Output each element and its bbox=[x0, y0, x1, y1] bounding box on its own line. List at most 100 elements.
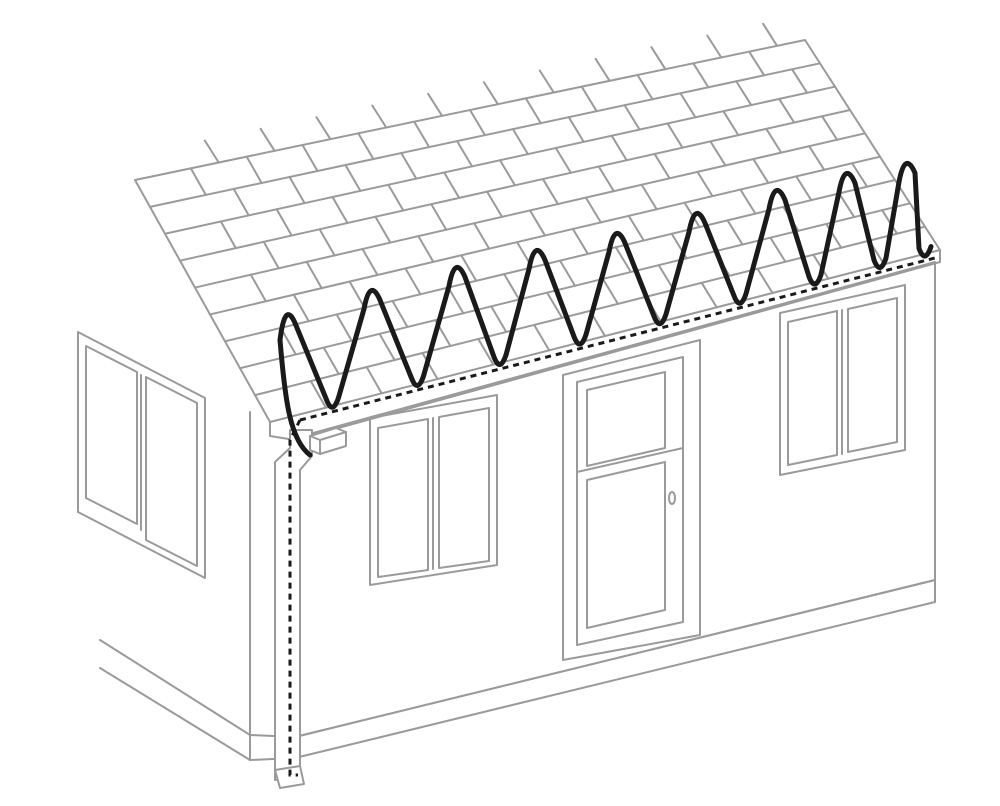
shingle-joint bbox=[657, 264, 675, 291]
shingle-joint bbox=[538, 69, 555, 94]
shingle-joint bbox=[601, 277, 619, 305]
shingle-joint bbox=[374, 215, 392, 244]
shingle-joint bbox=[371, 104, 388, 129]
shingle-joint bbox=[232, 187, 250, 217]
shingle-joint bbox=[666, 122, 684, 149]
heating-cable-icon bbox=[277, 160, 936, 777]
shingle-joint bbox=[795, 175, 813, 202]
shingle-joint bbox=[348, 280, 366, 309]
shingle-joint bbox=[756, 267, 774, 294]
shingle-joint bbox=[709, 140, 727, 167]
shingle-joint bbox=[404, 267, 422, 296]
shingle-joint bbox=[650, 46, 667, 71]
door-knob bbox=[668, 491, 676, 505]
shingle-joint bbox=[427, 92, 444, 117]
shingle-joint bbox=[559, 259, 576, 287]
shingle-joint bbox=[301, 144, 319, 172]
shingle-joint bbox=[400, 152, 418, 180]
shingle-joint bbox=[309, 380, 327, 409]
shingle-joint bbox=[421, 352, 439, 380]
door bbox=[562, 339, 701, 661]
shingle-joint bbox=[245, 155, 263, 184]
shingle-joint bbox=[524, 97, 542, 125]
shingle-joint bbox=[597, 165, 615, 193]
shingle-joint bbox=[614, 246, 632, 274]
shingle-joint bbox=[808, 145, 826, 171]
shingle-joint bbox=[365, 366, 383, 395]
shingle-joint bbox=[259, 127, 276, 152]
shingle-joint bbox=[262, 240, 280, 270]
shingle-joint bbox=[554, 146, 572, 174]
shingle-joint bbox=[706, 34, 723, 59]
shingle-joint bbox=[357, 132, 375, 161]
shingle-joint bbox=[627, 214, 645, 242]
front-window-right bbox=[779, 284, 906, 476]
shingle-joint bbox=[469, 109, 486, 137]
shingle-joint bbox=[838, 192, 856, 219]
shingle-joint bbox=[791, 68, 809, 94]
shingle-joint bbox=[584, 196, 602, 224]
shingle-joint bbox=[430, 203, 448, 231]
shingle-joint bbox=[499, 159, 516, 187]
front-window-left bbox=[369, 394, 498, 586]
shingle-joint bbox=[219, 220, 237, 250]
roof bbox=[134, 22, 941, 441]
shingle-joint bbox=[722, 110, 740, 137]
shingle-joint bbox=[533, 323, 551, 352]
shingle-joint bbox=[851, 162, 869, 188]
shingle-joint bbox=[322, 346, 340, 376]
shingle-joint bbox=[344, 164, 362, 192]
shingle-joint bbox=[700, 281, 718, 309]
shingle-joint bbox=[752, 158, 770, 184]
shingle-joint bbox=[511, 128, 529, 156]
shingle-joint bbox=[692, 62, 710, 89]
shingle-joint bbox=[482, 81, 499, 106]
shingle-joint bbox=[571, 227, 589, 255]
shingle-joint bbox=[378, 332, 396, 362]
shingle-joint bbox=[189, 167, 207, 196]
shingle-joint bbox=[443, 171, 461, 199]
shingle-joint bbox=[486, 190, 504, 218]
shingle-joint bbox=[315, 116, 332, 141]
shingle-joint bbox=[417, 235, 435, 263]
shingle-joint bbox=[331, 196, 349, 224]
shingle-joint bbox=[456, 140, 474, 168]
shingle-joint bbox=[778, 97, 796, 124]
side-window bbox=[77, 331, 206, 579]
shingle-joint bbox=[541, 178, 559, 206]
shingle-joint bbox=[739, 188, 757, 215]
shingle-joint bbox=[735, 80, 753, 107]
shingle-joint bbox=[580, 85, 598, 113]
shingle-joint bbox=[881, 209, 899, 235]
shingle-joint bbox=[640, 183, 658, 211]
shingle-joint bbox=[821, 115, 839, 141]
shingle-joint bbox=[361, 248, 379, 276]
shingle-joint bbox=[288, 175, 306, 205]
shingle-joint bbox=[636, 74, 654, 101]
shingle-joint bbox=[726, 219, 744, 246]
shingle-joint bbox=[292, 293, 310, 323]
shingle-joint bbox=[477, 337, 495, 366]
shingle-joint bbox=[490, 305, 508, 333]
shingle-joint bbox=[447, 286, 465, 315]
shingle-joint bbox=[769, 236, 787, 263]
shingle-joint bbox=[696, 170, 714, 198]
shingle-joint bbox=[305, 260, 323, 290]
shingle-joint bbox=[765, 127, 783, 154]
shingle-joint bbox=[679, 92, 697, 119]
shingle-joint bbox=[748, 50, 766, 77]
shingle-joint bbox=[529, 209, 546, 237]
shingle-joint bbox=[318, 228, 336, 257]
junction-box-icon bbox=[309, 427, 347, 455]
shingle-joint bbox=[567, 116, 585, 143]
shingle-joint bbox=[473, 222, 491, 250]
shingle-joint bbox=[503, 273, 521, 301]
side-wall bbox=[77, 331, 251, 761]
shingle-joint bbox=[594, 57, 611, 82]
shingle-joint bbox=[335, 313, 353, 342]
shingle-joint bbox=[203, 139, 220, 164]
shingle-joint bbox=[546, 291, 564, 319]
shingle-joint bbox=[653, 152, 671, 180]
shingle-joint bbox=[460, 254, 478, 282]
